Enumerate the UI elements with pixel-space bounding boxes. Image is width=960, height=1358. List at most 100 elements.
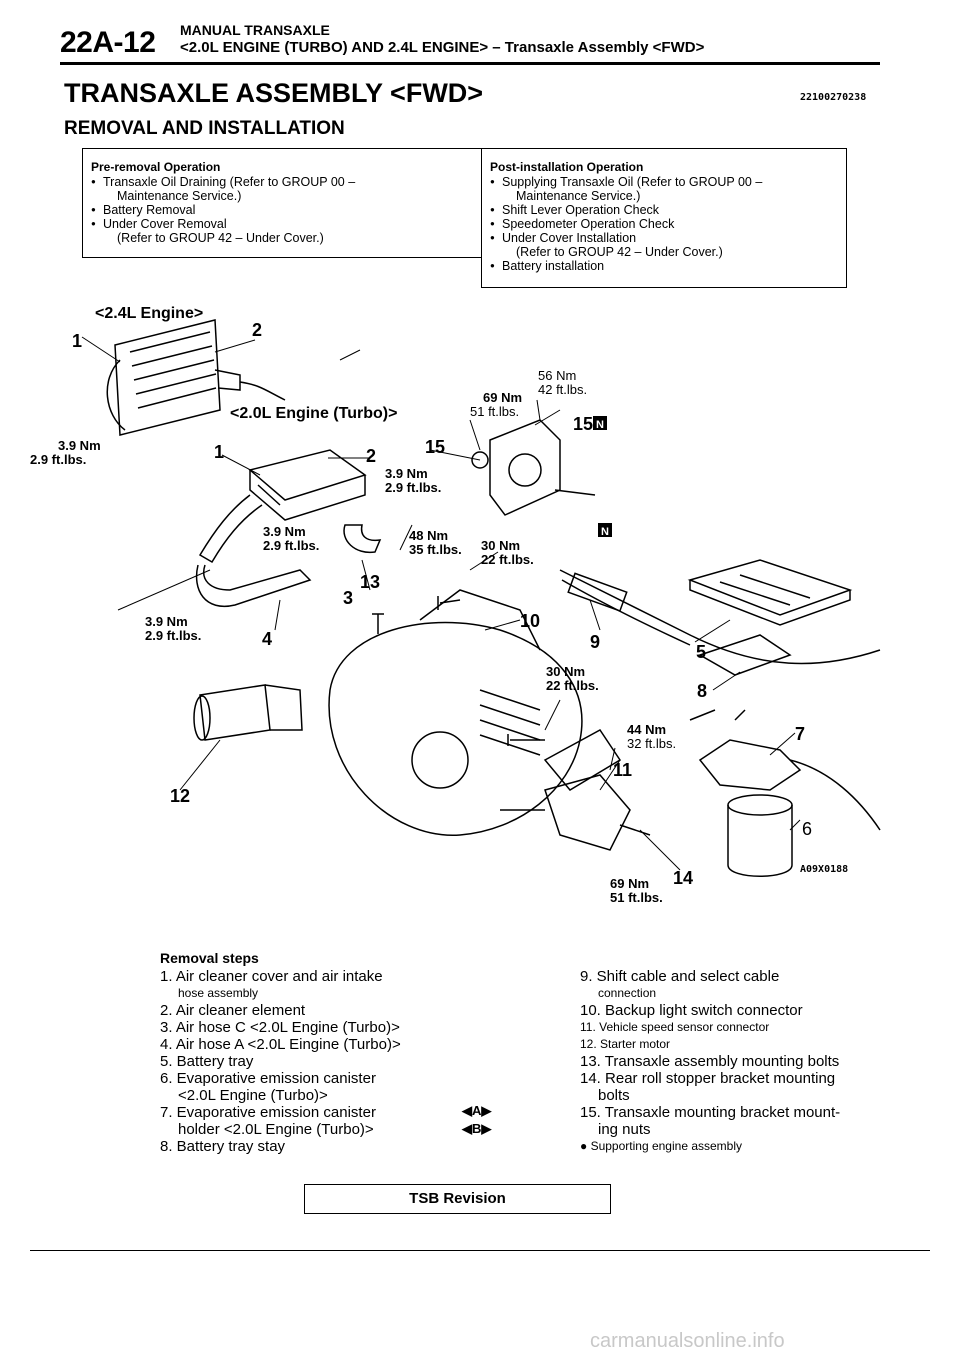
header-subsection: <2.0L ENGINE (TURBO) AND 2.4L ENGINE> – … [180, 39, 705, 56]
list-item: 14. Rear roll stopper bracket mounting [580, 1070, 836, 1087]
callout-3: 3 [343, 588, 353, 608]
removal-steps-title: Removal steps [160, 950, 259, 966]
pre-removal-list: Transaxle Oil Draining (Refer to GROUP 0… [91, 175, 473, 245]
callout-1b: 1 [214, 442, 224, 462]
bolt-icon [372, 596, 746, 746]
callout-14: 14 [673, 868, 693, 888]
list-item: Battery installation [490, 259, 838, 273]
torque-ft: 2.9 ft.lbs. [263, 538, 319, 553]
list-item: <2.0L Engine (Turbo)> [178, 1087, 328, 1104]
pre-removal-title: Pre-removal Operation [91, 160, 221, 174]
list-item-cont: Maintenance Service.) [117, 189, 242, 203]
torque-nm: 48 Nm [409, 528, 448, 543]
list-item: 15. Transaxle mounting bracket mount- [580, 1104, 841, 1121]
torque-nm: 44 Nm [627, 722, 666, 737]
torque-nm: 30 Nm [481, 538, 520, 553]
list-item: hose assembly [178, 986, 259, 1000]
diagram-labels: <2.4L Engine> <2.0L Engine (Turbo)> 1 2 … [30, 305, 848, 905]
callout-6: 6 [802, 819, 812, 839]
callout-2: 2 [252, 320, 262, 340]
torque-ft: 35 ft.lbs. [409, 542, 462, 557]
torque-ft: 2.9 ft.lbs. [30, 452, 86, 467]
torque-ft: 22 ft.lbs. [481, 552, 534, 567]
list-item: 12. Starter motor [580, 1037, 671, 1051]
list-item: 13. Transaxle assembly mounting bolts [580, 1053, 840, 1070]
list-item: 10. Backup light switch connector [580, 1002, 803, 1019]
list-item: connection [598, 986, 657, 1000]
callout-12: 12 [170, 786, 190, 806]
header-section: MANUAL TRANSAXLE [180, 22, 330, 38]
new-part-marker: N [601, 526, 609, 538]
torque-ft: 51 ft.lbs. [470, 404, 519, 419]
callout-11: 11 [613, 760, 632, 780]
list-item: ing nuts [598, 1121, 651, 1138]
list-item: holder <2.0L Engine (Turbo)> [178, 1121, 374, 1138]
new-part-marker-icon: N [598, 523, 612, 538]
pre-removal-box: Pre-removal Operation Transaxle Oil Drai… [82, 148, 482, 258]
list-item: Battery Removal [91, 203, 473, 217]
torque-ft: 2.9 ft.lbs. [385, 480, 441, 495]
watermark: carmanualsonline.info [590, 1330, 785, 1352]
callout-13: 13 [360, 572, 380, 592]
battery-tray-icon [687, 559, 853, 626]
torque-nm: 69 Nm [483, 390, 522, 405]
footer-rule [30, 1250, 930, 1251]
air-cleaner-24l-icon [106, 319, 286, 436]
callout-9: 9 [590, 632, 600, 652]
list-item: 7. Evaporative emission canister [160, 1104, 376, 1121]
engine-20l-label: <2.0L Engine (Turbo)> [230, 405, 397, 422]
torque-nm: 3.9 Nm [58, 438, 101, 453]
mount-bracket-icon [471, 419, 596, 516]
torque-ft: 42 ft.lbs. [538, 382, 587, 397]
callout-7: 7 [795, 724, 805, 744]
callout-15a: 15 [425, 437, 445, 457]
document-number: 22100270238 [800, 92, 867, 103]
marker-b: ◀B▶ [462, 1121, 492, 1136]
page-title: TRANSAXLE ASSEMBLY <FWD> [64, 78, 484, 108]
torque-nm: 69 Nm [610, 876, 649, 891]
list-item: Under Cover Removal [91, 217, 473, 231]
list-item: 6. Evaporative emission canister [160, 1070, 376, 1087]
torque-nm: 3.9 Nm [145, 614, 188, 629]
shift-cable-icon [559, 569, 881, 665]
new-part-marker: N [596, 419, 604, 431]
removal-steps-left: 1. Air cleaner cover and air intake hose… [160, 968, 401, 1155]
torque-ft: 2.9 ft.lbs. [145, 628, 201, 643]
torque-nm: 56 Nm [538, 368, 576, 383]
list-item: bolts [598, 1087, 630, 1104]
list-item: Shift Lever Operation Check [490, 203, 838, 217]
list-item-cont: (Refer to GROUP 42 – Under Cover.) [117, 231, 324, 245]
tray-stay-icon [698, 634, 792, 676]
callout-5: 5 [696, 642, 706, 662]
torque-ft: 32 ft.lbs. [627, 736, 676, 751]
list-item: 8. Battery tray stay [160, 1138, 286, 1155]
list-item: 1. Air cleaner cover and air intake [160, 968, 383, 985]
list-item: Transaxle Oil Draining (Refer to GROUP 0… [91, 175, 473, 189]
list-item: ● Supporting engine assembly [580, 1139, 743, 1153]
callout-2b: 2 [366, 446, 376, 466]
post-installation-list: Supplying Transaxle Oil (Refer to GROUP … [490, 175, 838, 273]
diagram-parts [81, 319, 881, 877]
callout-8: 8 [697, 681, 707, 701]
engine-24l-label: <2.4L Engine> [95, 305, 203, 322]
starter-motor-icon [193, 684, 303, 741]
figure-code: A09X0188 [800, 864, 848, 875]
leader-lines [81, 336, 801, 871]
torque-nm: 3.9 Nm [263, 524, 306, 539]
torque-ft: 22 ft.lbs. [546, 678, 599, 693]
canister-holder-icon [698, 739, 802, 791]
roll-stopper-bracket-icon [500, 774, 651, 851]
page-number: 22A-12 [60, 26, 156, 59]
list-item: Under Cover Installation [490, 231, 838, 245]
new-part-marker-icon: N [593, 416, 607, 431]
list-item-cont: Maintenance Service.) [516, 189, 641, 203]
callout-15b: 15 [573, 414, 593, 434]
marker-a: ◀A▶ [462, 1103, 492, 1118]
exploded-view-diagram: <2.4L Engine> <2.0L Engine (Turbo)> 1 2 … [30, 305, 881, 905]
post-installation-box: Post-installation Operation Supplying Tr… [481, 148, 847, 288]
torque-ft: 51 ft.lbs. [610, 890, 663, 905]
air-cleaner-20l-icon [248, 449, 367, 521]
list-item: Speedometer Operation Check [490, 217, 838, 231]
list-item: 11. Vehicle speed sensor connector [580, 1020, 770, 1034]
tsb-revision-box: TSB Revision [304, 1184, 611, 1214]
